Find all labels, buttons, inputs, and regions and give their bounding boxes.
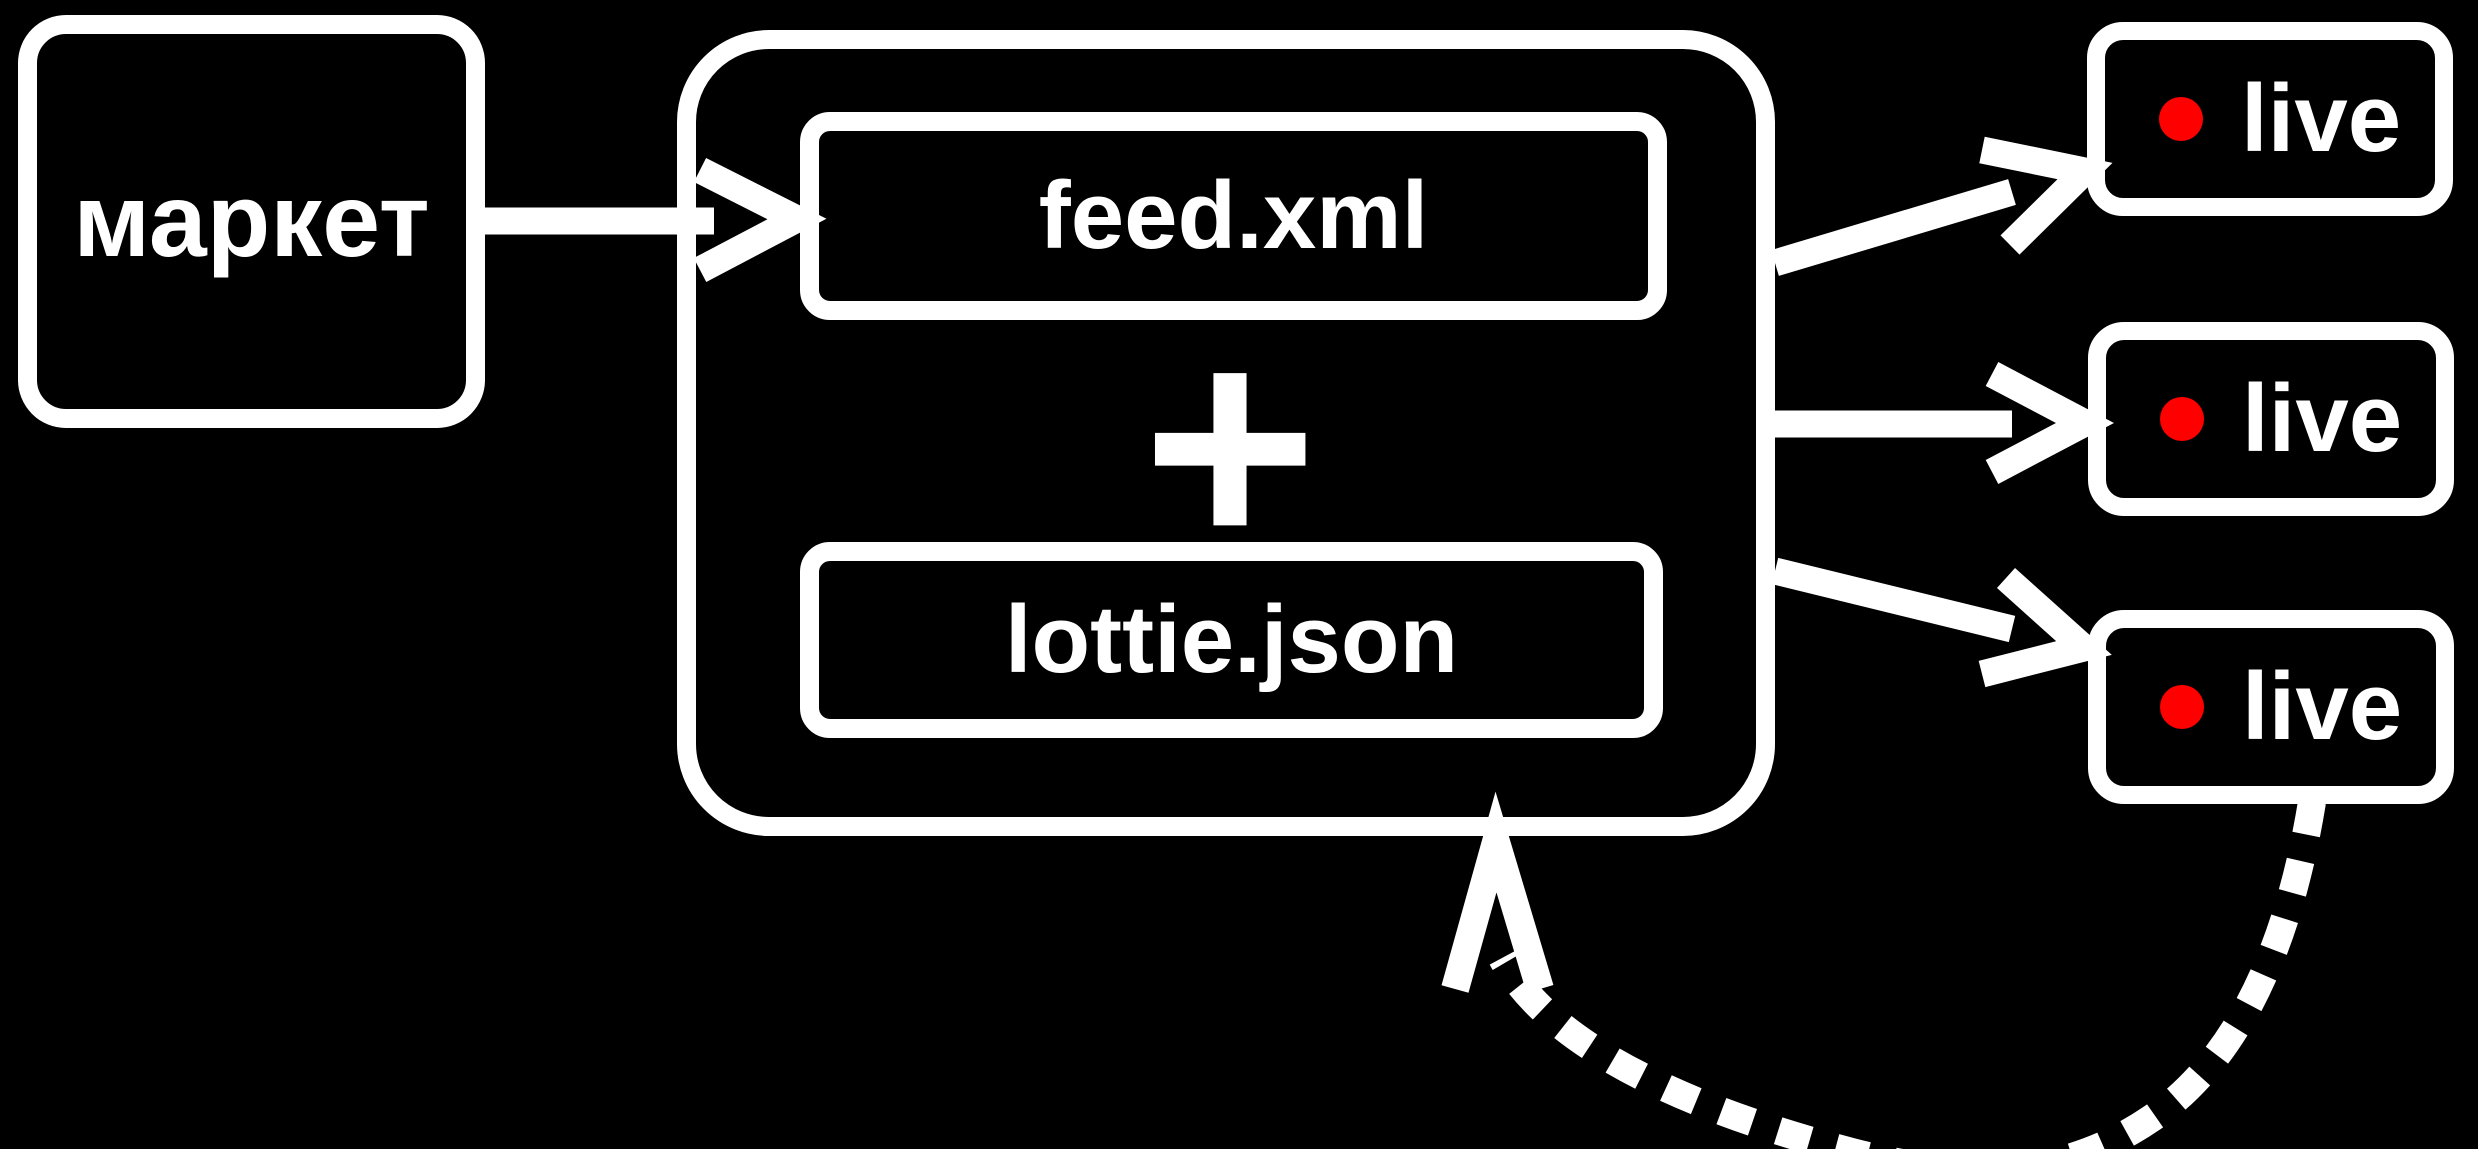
edge-container-to-live-2 [1775,362,2114,484]
record-dot-icon [2160,685,2204,729]
live-badge-label: live [2242,653,2403,760]
arrowhead-icon [1985,362,2114,484]
lottie-json-label: lottie.json [1004,586,1459,693]
market-node-label: маркет [73,163,430,279]
record-dot-icon [2160,397,2204,441]
market-node: маркет [18,15,485,428]
live-badge-label: live [2241,65,2402,172]
arrowhead-icon [1978,567,2112,688]
lottie-json-node: lottie.json [800,542,1663,738]
live-badge-label: live [2242,365,2403,472]
live-badge-3: live [2088,610,2454,804]
edge-live3-feedback-dashed [1441,791,2326,1149]
dashed-curve [1489,799,2326,1149]
feed-xml-node: feed.xml [800,112,1667,320]
live-badge-1: live [2087,22,2453,216]
feed-xml-label: feed.xml [1038,162,1429,269]
record-dot-icon [2159,97,2203,141]
edge-container-to-live-1 [1771,136,2113,276]
live-badge-2: live [2088,322,2454,516]
arrowhead-icon [1441,791,1554,994]
arrowhead-icon [1979,136,2113,255]
edge-container-to-live-3 [1771,557,2112,688]
